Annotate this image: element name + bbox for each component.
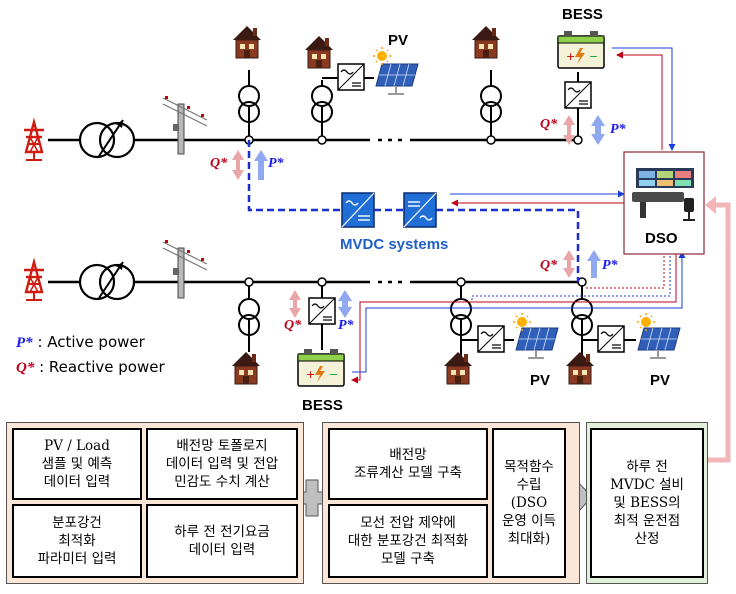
house-icon [304, 35, 334, 69]
flow-box-dro-model: 모선 전압 제약에 대한 분포강건 최적화 모델 구축 [328, 504, 488, 578]
legend-q-symbol: Q* [16, 360, 35, 376]
p-star-label: P* [610, 122, 626, 137]
legend-p-symbol: P* [16, 335, 33, 351]
house-icon [565, 351, 595, 385]
bess-top-label: BESS [562, 6, 603, 23]
pv-bottom-label-2: PV [650, 372, 671, 389]
house-icon [471, 25, 501, 59]
mvdc-link [247, 140, 580, 282]
pv-inverter-icon [477, 325, 505, 353]
solar-panel-icon [637, 327, 681, 359]
solar-panel-icon [515, 327, 559, 359]
legend: P* : Active power Q* : Reactive power [16, 330, 165, 380]
sun-icon [372, 46, 392, 66]
q-star-label: Q* [210, 156, 228, 171]
battery-icon [557, 30, 605, 69]
flow-box-powerflow-model: 배전망 조류계산 모델 구축 [328, 428, 488, 500]
dso-node [623, 151, 705, 255]
oltc-transformer-icon [78, 260, 136, 301]
pv-top-label: PV [388, 32, 409, 49]
battery-icon [297, 348, 345, 387]
flow-box-pv-load-input: PV / Load 샘플 및 예측 데이터 입력 [12, 428, 142, 500]
q-star-label: Q* [540, 258, 558, 273]
control-room-icon [632, 168, 695, 221]
house-icon [231, 351, 261, 385]
bottom-feeder [22, 239, 681, 387]
house-icon [232, 25, 262, 59]
flow-box-topology-input: 배전망 토폴로지 데이터 입력 및 전압 민감도 수치 계산 [146, 428, 298, 500]
flow-box-dro-parameter: 분포강건 최적화 파라미터 입력 [12, 504, 142, 578]
pv-bottom-label-1: PV [530, 372, 551, 389]
flow-box-optimal-operation: 하루 전 MVDC 설비 및 BESS의 최적 운전점 산정 [590, 428, 704, 578]
p-star-label: P* [338, 318, 354, 333]
legend-reactive-power: Q* : Reactive power [16, 355, 165, 380]
house-icon [443, 351, 473, 385]
top-feeder [22, 25, 605, 162]
bess-inverter-icon [308, 297, 336, 325]
utility-pole-icon [162, 95, 208, 155]
pq-arrows [232, 115, 605, 318]
pv-inverter-icon [597, 325, 625, 353]
legend-q-text: : Reactive power [34, 358, 165, 376]
mvdc-label: MVDC systems [340, 236, 449, 253]
dso-label: DSO [645, 230, 678, 247]
mvdc-converter-icon [403, 192, 437, 228]
flow-box-objective: 목적함수 수립 (DSO 운영 이득 최대화) [492, 428, 566, 578]
transmission-tower-icon [22, 260, 46, 302]
legend-p-text: : Active power [32, 333, 145, 351]
legend-active-power: P* : Active power [16, 330, 165, 355]
p-star-label: P* [268, 156, 284, 171]
feedback-arrow [708, 202, 731, 463]
p-star-label: P* [602, 258, 618, 273]
q-star-label: Q* [540, 117, 558, 132]
flow-box-tariff-input: 하루 전 전기요금 데이터 입력 [146, 504, 298, 578]
pv-inverter-icon [337, 63, 365, 91]
mvdc-converter-icon [341, 192, 375, 228]
oltc-transformer-icon [78, 118, 136, 159]
feedback-arrowhead [705, 196, 716, 214]
dso-communication-lines [351, 47, 686, 384]
transmission-tower-icon [22, 120, 46, 162]
utility-pole-icon [162, 239, 208, 299]
solar-panel-icon [375, 63, 419, 95]
bess-inverter-icon [564, 81, 592, 109]
bess-bottom-label: BESS [302, 397, 343, 414]
q-star-label: Q* [284, 318, 302, 333]
